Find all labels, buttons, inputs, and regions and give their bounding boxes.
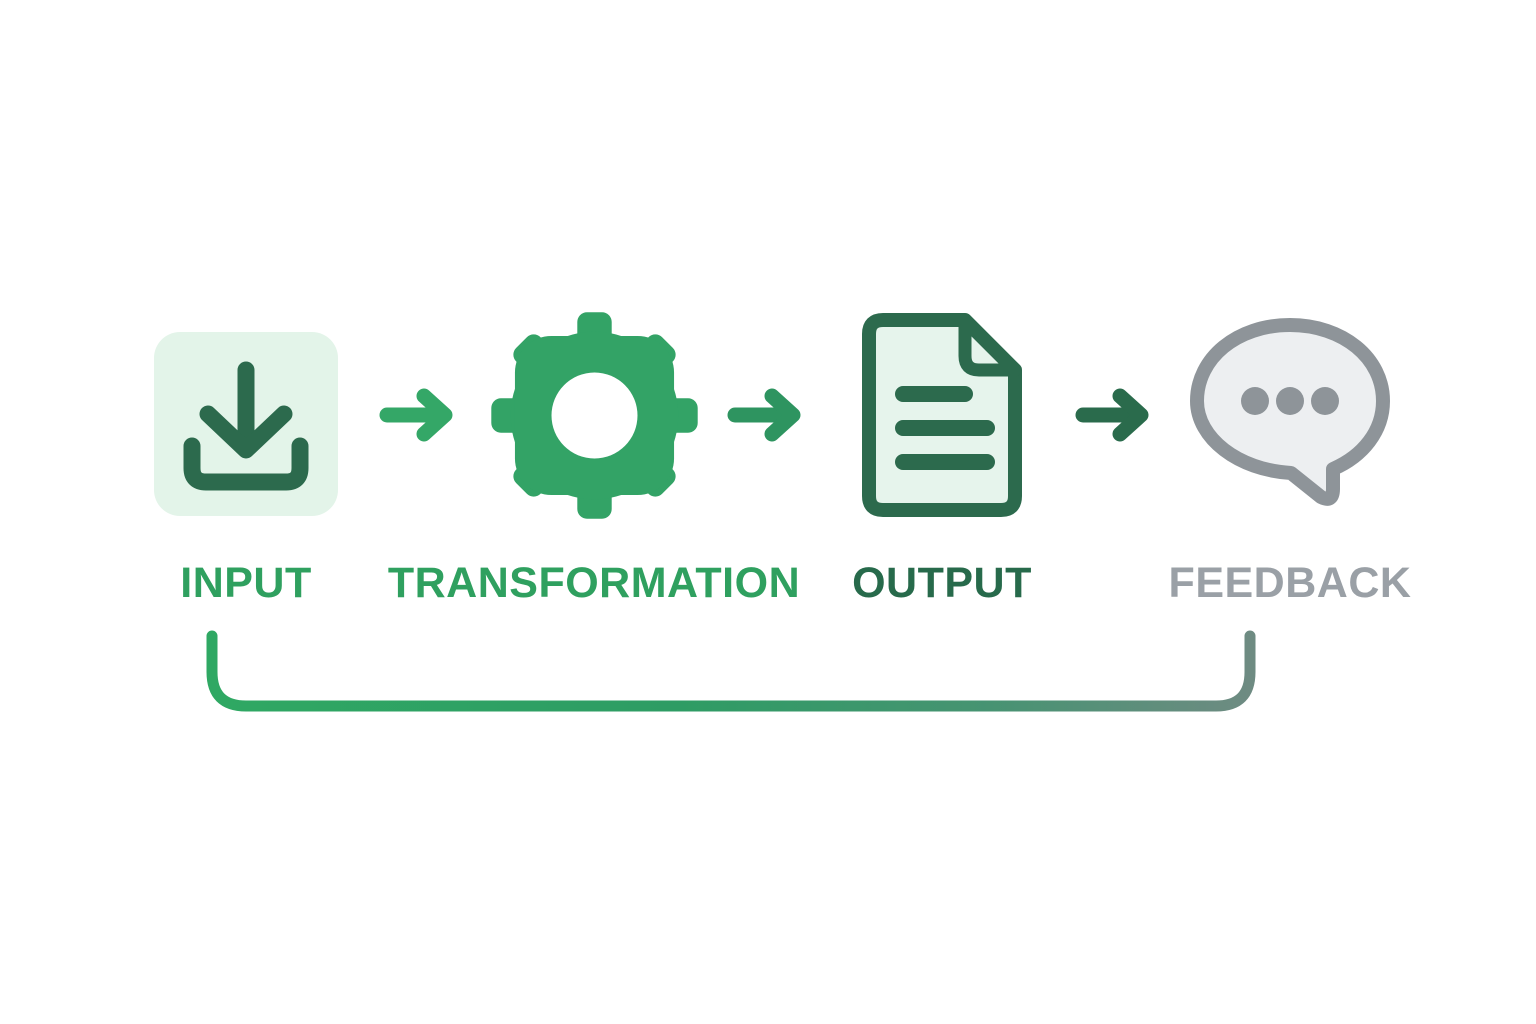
stage-labels-row: INPUT TRANSFORMATION OUTPUT FEEDBACK [0,548,1536,618]
stage-output[interactable] [827,300,1057,530]
arrow-right-icon [379,388,453,442]
arrow-right-icon [1075,388,1149,442]
stage-label-transformation: TRANSFORMATION [387,558,801,607]
stage-label-input: INPUT [180,558,312,607]
document-icon [862,313,1022,517]
arrow-right-icon [727,388,801,442]
label-slot-feedback: FEEDBACK [1169,548,1411,618]
stage-feedback[interactable] [1175,300,1405,530]
stage-transformation[interactable] [479,300,709,530]
stage-label-feedback: FEEDBACK [1168,558,1412,607]
label-slot-input: INPUT [131,548,361,618]
feedback-loop-container [0,618,1536,728]
gear-icon [490,311,698,519]
arrow-slot-1 [361,300,479,530]
arrow-slot-2 [709,300,827,530]
download-input-icon [154,332,338,516]
stage-label-output: OUTPUT [852,558,1032,607]
arrow-slot-3 [1057,300,1175,530]
label-slot-transformation: TRANSFORMATION [388,548,800,618]
process-flow-row [0,300,1536,530]
feedback-loop-curve [206,630,1256,712]
stage-input[interactable] [131,300,361,530]
speech-bubble-icon [1189,317,1390,506]
label-slot-output: OUTPUT [827,548,1057,618]
